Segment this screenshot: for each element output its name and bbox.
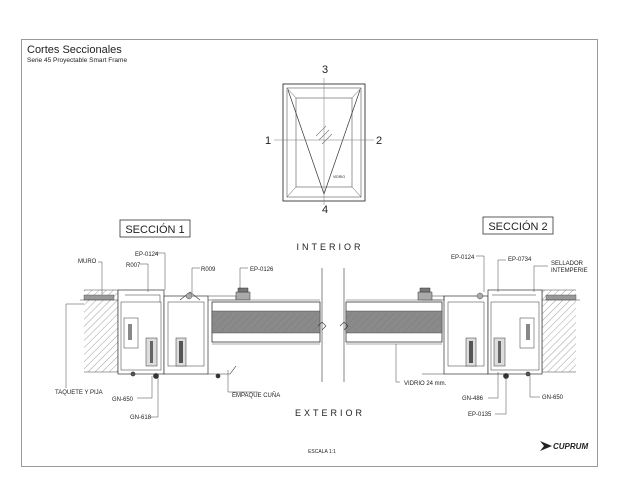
exterior-label: EXTERIOR [295, 408, 365, 418]
callout-ep0135: EP-0135 [468, 412, 492, 418]
cuprum-logo: CUPRUM [540, 441, 588, 451]
callout-r009: R009 [201, 267, 216, 273]
callout-gn486: GN-486 [462, 396, 484, 402]
callout-taquete: TAQUETE Y PIJA [55, 390, 103, 396]
callout-right-ep0124: EP-0124 [451, 255, 475, 261]
callout-gn618: GN-618 [130, 415, 152, 421]
callout-ep0734: EP-0734 [508, 257, 532, 263]
elevation-label-1: 1 [265, 135, 271, 147]
drawing-subtitle: Serie 45 Proyectable Smart Frame [27, 57, 127, 64]
elevation-label-3: 3 [322, 64, 328, 76]
leader-lines [65, 252, 548, 418]
section1-title: SECCIÓN 1 [125, 223, 184, 236]
drawing-title: Cortes Seccionales [27, 44, 122, 56]
right-gaskets [417, 287, 433, 301]
callout-ep0126: EP-0126 [250, 267, 274, 273]
callout-vidrio: VIDRIO 24 mm. [404, 381, 447, 387]
elevation-label-2: 2 [376, 135, 382, 147]
section2-title-box [482, 216, 554, 235]
right-sash-profile [422, 292, 489, 375]
callout-muro: MURO [78, 259, 97, 265]
glass-unit [211, 299, 443, 345]
section1-title-box [119, 219, 191, 238]
callout-left-gn650: GN-650 [112, 397, 134, 403]
callout-sellador-line1: SELLADOR [551, 261, 584, 267]
elevation-glass-note: VIDRIO [333, 175, 345, 179]
left-gaskets [235, 287, 251, 301]
callout-left-ep0124: EP-0124 [135, 252, 159, 258]
right-wall [536, 289, 580, 373]
callout-sellador-line2: INTEMPERIE [551, 268, 588, 274]
right-frame-profile [487, 289, 543, 379]
left-sash-profile [163, 291, 237, 379]
break-lines [317, 268, 349, 382]
section2-title: SECCIÓN 2 [488, 220, 547, 233]
interior-label: INTERIOR [296, 242, 363, 252]
callout-right-gn650: GN-650 [542, 395, 564, 401]
scale-note: ESCALA 1:1 [308, 449, 336, 455]
callout-empaque: EMPAQUE CUÑA [232, 392, 280, 399]
elevation-label-4: 4 [322, 204, 328, 216]
drawing-sheet-border [21, 39, 598, 467]
brand-name: CUPRUM [553, 442, 588, 451]
left-wall [80, 289, 124, 373]
window-elevation [274, 78, 374, 205]
callout-r007: R007 [126, 263, 141, 269]
left-frame-profile [117, 289, 165, 379]
